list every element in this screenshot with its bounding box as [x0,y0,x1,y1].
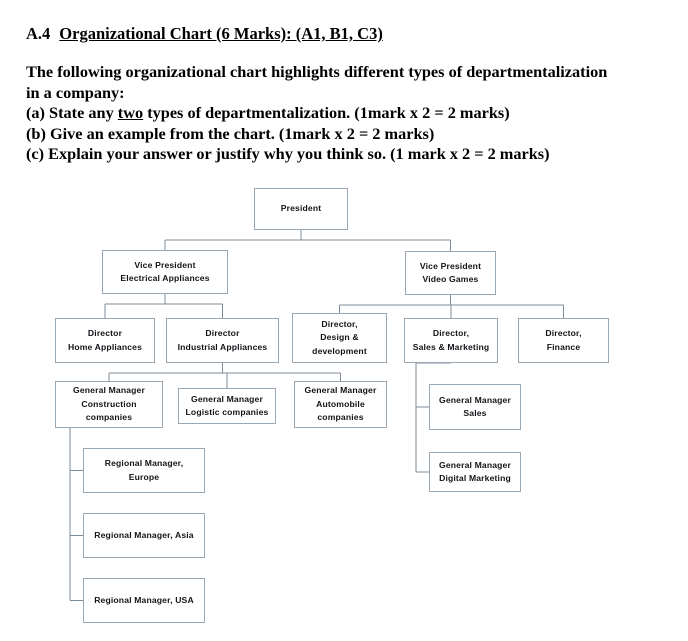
node-dir-finance-line-1: Director, [545,328,582,338]
item-a-pre: (a) State any [26,103,118,122]
node-dir-design: Director, Design & development [292,313,387,363]
question-block: A.4 Organizational Chart (6 Marks): (A1, … [26,24,666,165]
node-rm-usa: Regional Manager, USA [83,578,205,623]
intro-line-1: The following organizational chart highl… [26,62,608,81]
node-vp-electrical-line-1: Vice President [134,259,196,270]
question-body: The following organizational chart highl… [26,62,666,165]
node-rm-europe: Regional Manager, Europe [83,448,205,493]
question-item-b: (b) Give an example from the chart. (1ma… [26,123,435,143]
node-gm-digital-line-2: Digital Marketing [439,473,511,483]
node-dir-industrial-line-1: Director [205,328,240,338]
node-gm-automobile-line-3: companies [317,412,364,423]
node-rm-asia: Regional Manager, Asia [83,513,205,558]
node-dir-industrial-line-2: Industrial Appliances [177,341,268,352]
question-number: A.4 [26,24,51,43]
node-dir-sales-line-1: Director, [432,328,470,338]
node-gm-logistic-line-2: Logistic companies [185,407,269,417]
node-gm-construction-line-1: General Manager [73,385,145,396]
node-gm-sales-line-1: General Manager [439,394,511,405]
question-heading: A.4 Organizational Chart (6 Marks): (A1, … [26,24,666,44]
node-gm-sales-line-2: Sales [463,408,487,418]
node-dir-finance-line-2: Finance [546,341,581,352]
node-dir-design-line-1: Director, [321,318,358,329]
node-vp-video-games-line-1: Vice President [419,260,482,271]
node-gm-automobile-line-2: Automobile [316,398,365,409]
intro-line-2: in a company: [26,82,125,102]
node-gm-construction-line-2: Construction [81,398,137,409]
node-dir-home-line-1: Director [87,328,123,338]
node-dir-sales: Director, Sales & Marketing [404,318,498,363]
node-rm-europe-line-1: Regional Manager, [104,458,184,468]
node-president: President [254,188,348,230]
question-title: Organizational Chart (6 Marks): (A1, B1,… [59,24,383,43]
node-dir-sales-line-2: Sales & Marketing [412,341,490,352]
node-dir-design-line-3: development [312,345,367,356]
item-a-post: types of departmentalization. (1mark x 2… [143,103,510,122]
node-vp-video-games-line-2: Video Games [422,274,479,284]
question-item-a: (a) State any two types of departmentali… [26,103,666,124]
node-rm-usa-line-1: Regional Manager, USA [94,594,194,605]
node-dir-design-line-2: Design & [320,332,359,343]
node-gm-digital-line-1: General Manager [439,459,511,470]
question-item-c: (c) Explain your answer or justify why y… [26,144,550,163]
item-a-emphasis: two [117,103,144,122]
node-dir-finance: Director, Finance [518,318,609,363]
node-gm-construction-line-3: companies [85,412,133,423]
node-gm-logistic-line-1: General Manager [191,393,263,404]
node-vp-electrical-line-2: Electrical Appliances [120,273,210,283]
node-dir-home-line-2: Home Appliances [67,341,143,352]
node-rm-asia-line-1: Regional Manager, Asia [94,529,194,540]
node-gm-automobile-line-1: General Manager [304,385,377,396]
node-president-line-1: President [280,203,322,214]
node-rm-europe-line-2: Europe [128,471,160,482]
